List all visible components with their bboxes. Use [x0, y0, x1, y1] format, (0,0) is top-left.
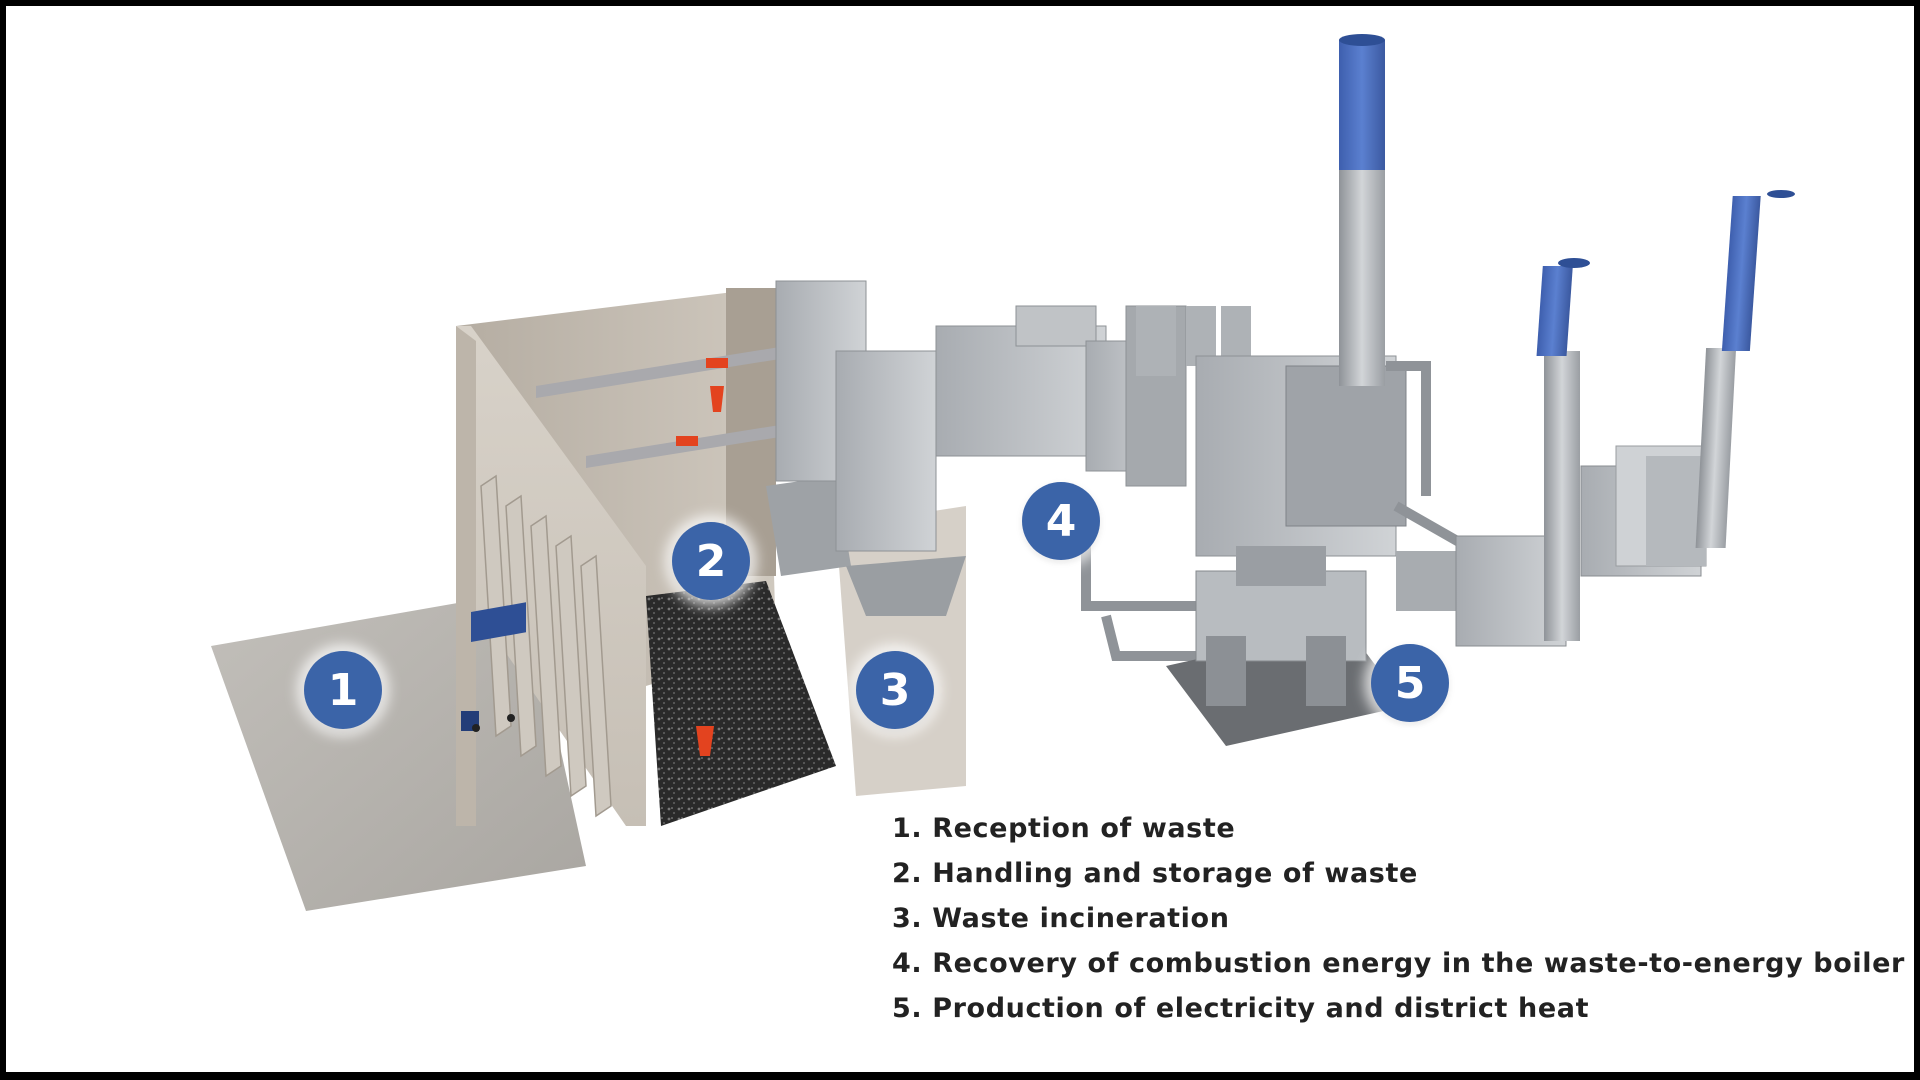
chimney-stack-right [1695, 190, 1795, 548]
diagram-frame: 1 2 3 4 5 1. Reception of waste 2. Handl… [6, 6, 1914, 1072]
marker-electricity: 5 [1371, 644, 1449, 722]
marker-reception: 1 [304, 651, 382, 729]
flue-gas-cleaning [1081, 306, 1526, 661]
plant-illustration [211, 34, 1795, 911]
marker-energy-recovery: 4 [1022, 482, 1100, 560]
legend-item-energy-recovery: 4. Recovery of combustion energy in the … [892, 948, 1905, 979]
chimney-stack-middle [1536, 258, 1590, 641]
turbine-unit [1195, 546, 1367, 706]
marker-incineration: 3 [856, 651, 934, 729]
legend-item-reception: 1. Reception of waste [892, 813, 1236, 844]
feed-hopper [766, 476, 851, 576]
process-legend: 1. Reception of waste 2. Handling and st… [892, 806, 1905, 1031]
crane-grabs [676, 358, 728, 756]
legend-item-incineration: 3. Waste incineration [892, 903, 1230, 934]
marker-storage: 2 [672, 522, 750, 600]
chimney-stack-main [1339, 34, 1385, 386]
legend-item-electricity: 5. Production of electricity and distric… [892, 993, 1590, 1024]
boiler-structures [775, 280, 1187, 616]
legend-item-storage: 2. Handling and storage of waste [892, 858, 1418, 889]
bunker-left-face [456, 326, 476, 826]
waste-truck [461, 602, 526, 732]
waste-pit [646, 581, 836, 826]
